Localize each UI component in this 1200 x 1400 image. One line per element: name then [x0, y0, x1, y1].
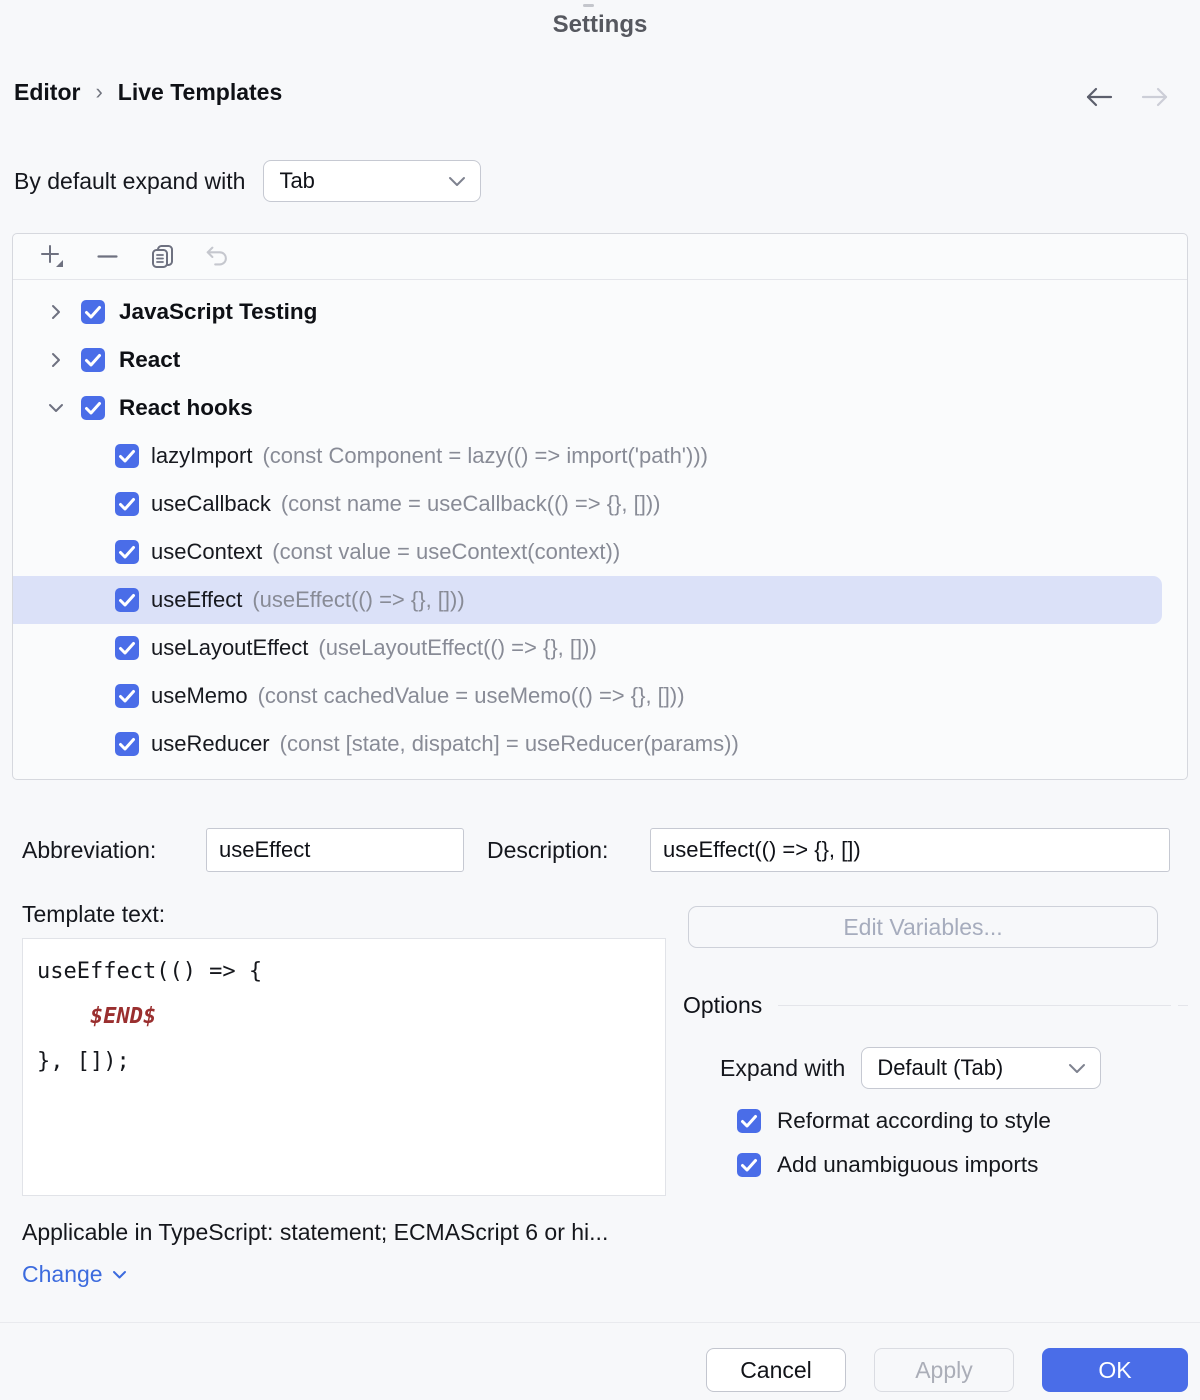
template-name: useMemo [151, 683, 248, 708]
checkbox-checked-icon[interactable] [115, 540, 139, 564]
breadcrumb-separator-icon: › [95, 78, 103, 104]
breadcrumb: Editor › Live Templates [14, 79, 282, 106]
options-header: Options [683, 992, 1188, 1019]
abbreviation-label: Abbreviation: [22, 837, 157, 863]
options-divider-dash [1178, 1005, 1188, 1006]
chevron-right-icon[interactable] [45, 301, 67, 323]
expand-with-row: Expand with Default (Tab) [720, 1047, 1102, 1089]
tree-group-label: React [119, 347, 181, 372]
template-description: (useEffect(() => {}, [])) [252, 587, 465, 612]
change-link-label: Change [22, 1261, 103, 1287]
tree-group-react-hooks[interactable]: React hooks [13, 384, 1187, 432]
window-drag-handle [583, 4, 594, 7]
tree-item-useeffect[interactable]: useEffect (useEffect(() => {}, [])) [13, 576, 1162, 624]
chevron-down-icon[interactable] [45, 397, 67, 419]
chevron-down-icon [112, 1269, 127, 1280]
chevron-down-icon [448, 174, 466, 188]
template-description: (useLayoutEffect(() => {}, [])) [318, 635, 597, 660]
reformat-checkbox-row[interactable]: Reformat according to style [737, 1108, 1051, 1134]
checkbox-checked-icon[interactable] [81, 348, 105, 372]
revert-icon[interactable] [204, 243, 231, 270]
default-expand-row: By default expand with Tab [14, 160, 482, 202]
template-text-label: Template text: [22, 901, 166, 927]
abbreviation-input[interactable]: useEffect [206, 828, 464, 872]
template-code-line: useEffect(() => { [37, 959, 263, 984]
template-name: useCallback [151, 491, 271, 516]
template-description: (const name = useCallback(() => {}, [])) [280, 491, 661, 516]
checkbox-checked-icon[interactable] [737, 1153, 761, 1177]
template-code-line: $END$ [37, 994, 651, 1039]
checkbox-checked-icon[interactable] [115, 684, 139, 708]
tree-item-lazyimport[interactable]: lazyImport (const Component = lazy(() => … [13, 432, 1187, 480]
template-name: lazyImport [151, 443, 253, 468]
checkbox-checked-icon[interactable] [115, 588, 139, 612]
applicable-contexts-text: Applicable in TypeScript: statement; ECM… [22, 1219, 609, 1245]
default-expand-value: Tab [279, 168, 315, 193]
abbreviation-value: useEffect [219, 837, 311, 862]
expand-with-value: Default (Tab) [877, 1055, 1004, 1080]
reformat-checkbox-label: Reformat according to style [777, 1108, 1051, 1133]
description-label: Description: [487, 837, 609, 863]
arrow-right-icon[interactable] [1140, 84, 1170, 110]
template-variable: $END$ [89, 1004, 157, 1029]
breadcrumb-editor[interactable]: Editor [14, 79, 81, 105]
template-text-area[interactable]: useEffect(() => { $END$ }, []); [22, 938, 666, 1196]
template-name: useEffect [151, 587, 243, 612]
description-input[interactable]: useEffect(() => {}, []) [650, 828, 1170, 872]
add-icon[interactable] [39, 243, 66, 270]
checkbox-checked-icon[interactable] [115, 732, 139, 756]
footer-divider [0, 1322, 1200, 1323]
ok-button[interactable]: OK [1042, 1348, 1188, 1392]
imports-checkbox-label: Add unambiguous imports [777, 1152, 1039, 1177]
template-description: (const [state, dispatch] = useReducer(pa… [279, 731, 739, 756]
template-description: (const Component = lazy(() => import('pa… [262, 443, 708, 468]
tree-group-label: JavaScript Testing [119, 299, 318, 324]
options-title: Options [683, 992, 763, 1018]
tree-toolbar [13, 234, 1187, 280]
checkbox-checked-icon[interactable] [115, 636, 139, 660]
chevron-down-icon [1068, 1061, 1086, 1075]
checkbox-checked-icon[interactable] [115, 444, 139, 468]
expand-with-select[interactable]: Default (Tab) [861, 1047, 1102, 1089]
tree-group-javascript-testing[interactable]: JavaScript Testing [13, 288, 1187, 336]
options-divider [778, 1005, 1171, 1006]
window-title: Settings [552, 11, 648, 38]
imports-checkbox-row[interactable]: Add unambiguous imports [737, 1152, 1038, 1178]
tree-item-uselayouteffect[interactable]: useLayoutEffect (useLayoutEffect(() => {}… [13, 624, 1187, 672]
template-description: (const cachedValue = useMemo(() => {}, [… [257, 683, 685, 708]
tree-item-usememo[interactable]: useMemo (const cachedValue = useMemo(() =… [13, 672, 1187, 720]
cancel-button[interactable]: Cancel [706, 1348, 846, 1392]
change-context-link[interactable]: Change [22, 1261, 127, 1288]
apply-button[interactable]: Apply [874, 1348, 1014, 1392]
arrow-left-icon[interactable] [1084, 84, 1114, 110]
tree-group-react[interactable]: React [13, 336, 1187, 384]
breadcrumb-live-templates: Live Templates [117, 79, 283, 105]
chevron-right-icon[interactable] [45, 349, 67, 371]
tree-group-label: React hooks [119, 395, 253, 420]
template-code-line: }, []); [37, 1049, 130, 1074]
tree-item-usecontext[interactable]: useContext (const value = useContext(cont… [13, 528, 1187, 576]
checkbox-checked-icon[interactable] [81, 300, 105, 324]
template-description: (const value = useContext(context)) [272, 539, 621, 564]
default-expand-label: By default expand with [14, 167, 246, 194]
duplicate-icon[interactable] [149, 243, 176, 270]
tree-item-usereducer[interactable]: useReducer (const [state, dispatch] = use… [13, 720, 1187, 768]
description-value: useEffect(() => {}, []) [663, 837, 861, 862]
checkbox-checked-icon[interactable] [115, 492, 139, 516]
checkbox-checked-icon[interactable] [81, 396, 105, 420]
template-name: useLayoutEffect [151, 635, 309, 660]
edit-variables-button[interactable]: Edit Variables... [688, 906, 1158, 948]
default-expand-select[interactable]: Tab [263, 160, 482, 202]
checkbox-checked-icon[interactable] [737, 1109, 761, 1133]
tree-item-usecallback[interactable]: useCallback (const name = useCallback(() … [13, 480, 1187, 528]
template-name: useContext [151, 539, 263, 564]
history-navigation [1084, 84, 1170, 110]
expand-with-label: Expand with [720, 1054, 846, 1081]
remove-icon[interactable] [94, 243, 121, 270]
template-name: useReducer [151, 731, 270, 756]
